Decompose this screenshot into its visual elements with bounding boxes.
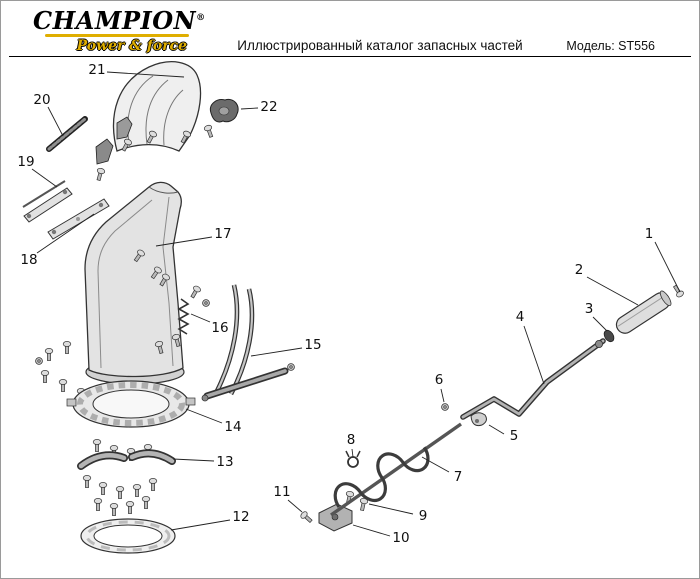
callout-number-16: 16	[211, 320, 228, 336]
callout-number-18: 18	[20, 252, 37, 268]
part-2-grip	[615, 290, 672, 334]
leader-line-16	[190, 313, 211, 323]
leader-line-22	[240, 107, 259, 110]
part-16-spring	[157, 272, 210, 335]
part-7-auger	[330, 422, 462, 517]
part-20-rod	[46, 116, 88, 152]
leader-line-3	[592, 316, 608, 332]
callout-number-2: 2	[575, 262, 584, 278]
part-13-brackets	[77, 449, 176, 470]
part-5-clamp	[470, 412, 487, 427]
page-title: Иллюстрированный каталог запасных частей	[237, 38, 523, 53]
part-deflector-hinges	[94, 116, 133, 182]
callout-number-19: 19	[17, 154, 34, 170]
leader-line-1	[654, 241, 681, 293]
leader-line-2	[586, 276, 639, 306]
part-22-knob	[209, 98, 239, 123]
part-14-rotation-ring	[66, 380, 196, 428]
callout-number-13: 13	[216, 454, 233, 470]
callout-number-3: 3	[585, 301, 594, 317]
part-3-bushing	[595, 329, 615, 348]
callout-number-7: 7	[454, 469, 463, 485]
callout-number-12: 12	[232, 509, 249, 525]
part-12-base-ring	[80, 518, 176, 554]
leader-line-11	[287, 499, 303, 513]
part-9-bolts	[343, 490, 369, 512]
part-15-rods	[201, 284, 295, 402]
part-11-bolt	[299, 510, 314, 525]
callout-number-20: 20	[33, 92, 50, 108]
leader-line-13	[172, 458, 215, 462]
part-17-chute	[84, 181, 185, 385]
leader-line-12	[170, 519, 231, 531]
callout-number-21: 21	[88, 62, 105, 78]
logo-underline	[45, 34, 189, 37]
fasteners-ring-lower	[82, 475, 158, 516]
callout-number-11: 11	[273, 484, 290, 500]
callout-number-14: 14	[224, 419, 241, 435]
callout-number-1: 1	[645, 226, 654, 242]
callout-number-15: 15	[304, 337, 321, 353]
brand-name: CHAMPION®	[33, 6, 206, 35]
header-divider	[9, 56, 691, 57]
callout-number-6: 6	[435, 372, 444, 388]
leader-line-18	[36, 213, 95, 254]
leader-line-20	[47, 106, 64, 137]
leader-line-4	[523, 325, 545, 385]
part-10-bracket	[318, 503, 353, 532]
part-19-strip	[22, 180, 73, 223]
callout-number-17: 17	[214, 226, 231, 242]
knob-bolt	[203, 123, 216, 139]
registered-mark: ®	[196, 13, 206, 23]
champion-logo: CHAMPION® Power & force	[33, 6, 206, 54]
leader-line-15	[250, 347, 303, 357]
leader-line-9	[368, 503, 414, 515]
leader-line-10	[352, 524, 391, 537]
part-4-crank-rod	[460, 338, 606, 420]
leader-line-19	[31, 168, 58, 188]
leader-line-5	[488, 424, 505, 435]
callout-number-9: 9	[419, 508, 428, 524]
callout-number-10: 10	[392, 530, 409, 546]
leader-line-17	[155, 236, 213, 247]
leader-line-21	[106, 71, 185, 78]
callout-number-22: 22	[260, 99, 277, 115]
leader-line-14	[185, 408, 223, 424]
part-6-nut	[441, 403, 449, 411]
leader-line-7	[421, 456, 450, 473]
leader-line-6	[440, 388, 445, 403]
model-label: Модель: ST556	[566, 39, 655, 53]
part-21-deflector	[112, 61, 202, 153]
callout-number-8: 8	[347, 432, 356, 448]
leader-line-8	[351, 448, 354, 458]
part-18-strip	[47, 198, 110, 240]
brand-slogan: Power & force	[76, 37, 187, 54]
part-1-bolt	[671, 283, 685, 299]
callout-number-5: 5	[510, 428, 519, 444]
callout-number-4: 4	[516, 309, 525, 325]
